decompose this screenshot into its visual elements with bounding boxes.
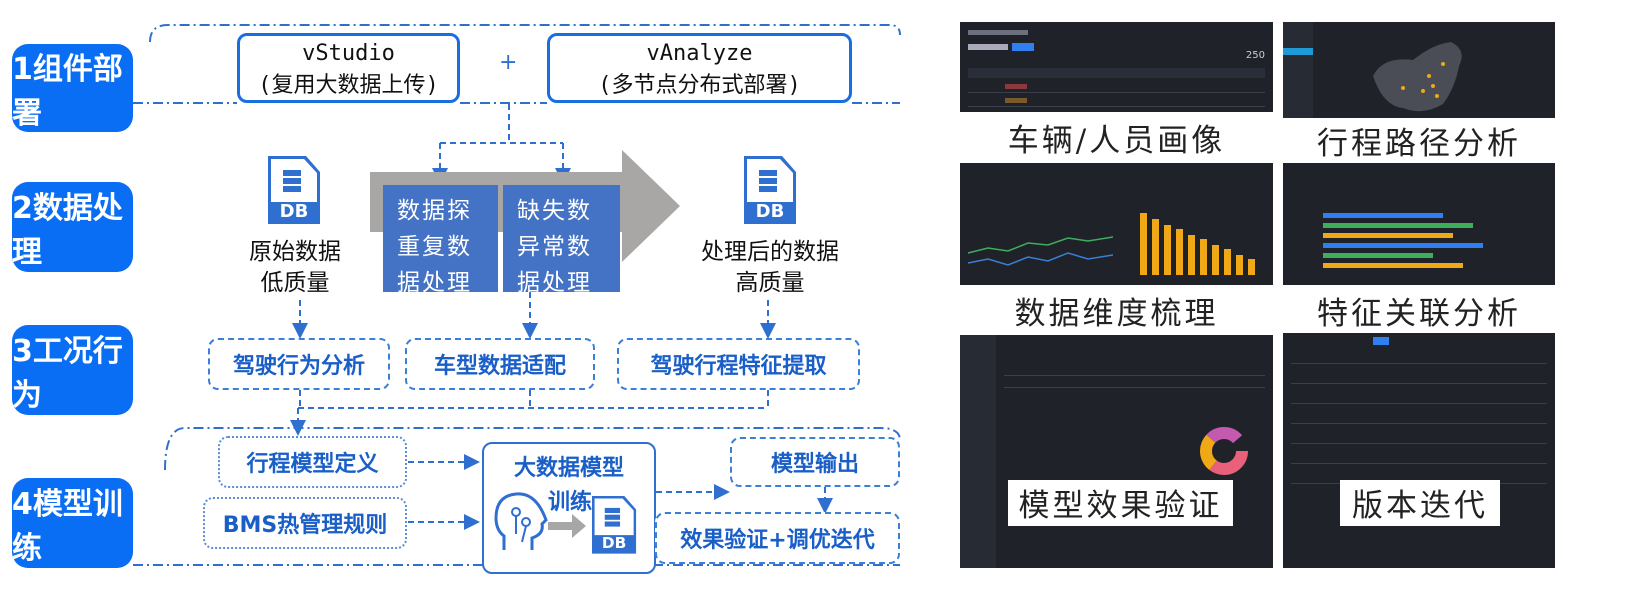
- process-line: 缺失数: [517, 198, 592, 224]
- row1-container: [149, 24, 901, 43]
- vstudio-title: vStudio: [302, 41, 395, 66]
- vstudio-subtitle: (复用大数据上传): [258, 73, 439, 98]
- process-line: 重复数: [397, 234, 472, 260]
- plus-sign: +: [499, 50, 518, 75]
- database-icon: DB: [592, 496, 637, 554]
- caption-feature-correlation: 特征关联分析: [1283, 288, 1555, 333]
- database-icon: DB: [268, 156, 320, 224]
- bms-thermal-rules: BMS热管理规则: [203, 497, 407, 549]
- screen-trip-route: [1283, 22, 1555, 118]
- processed-data-quality: 高质量: [735, 270, 805, 296]
- database-icon: DB: [744, 156, 796, 224]
- caption-vehicle-profile: 车辆/人员画像: [960, 115, 1273, 163]
- db-label: DB: [279, 201, 309, 222]
- vanalyze-subtitle: (多节点分布式部署): [598, 73, 801, 98]
- screen-feature-correlation: [1283, 163, 1555, 285]
- vehicle-count: 250: [1245, 50, 1265, 61]
- db-label: DB: [755, 201, 785, 222]
- caption-trip-route: 行程路径分析: [1283, 118, 1555, 163]
- db-label: DB: [601, 534, 627, 553]
- screen-vehicle-profile: 250: [960, 22, 1273, 112]
- caption-data-dimensions: 数据维度梳理: [960, 288, 1273, 335]
- category-driving-behavior: 3工况行为: [12, 325, 133, 415]
- trip-model-definition: 行程模型定义: [218, 436, 407, 488]
- process-line: 异常数: [517, 234, 592, 260]
- process-line: 数据探: [397, 198, 472, 224]
- screen-version-iteration: [1283, 333, 1555, 568]
- screen-model-validation: [960, 335, 1273, 568]
- big-data-model-training: 大数据模型 训练 DB: [482, 442, 656, 574]
- vanalyze-box: vAnalyze (多节点分布式部署): [547, 33, 852, 103]
- model-output: 模型输出: [730, 437, 900, 487]
- training-subtitle: 训练: [548, 490, 593, 515]
- vanalyze-title: vAnalyze: [646, 41, 753, 66]
- category-data-processing: 2数据处理: [12, 182, 133, 272]
- category-component-deploy: 1组件部署: [12, 44, 133, 132]
- process-line: 据处理: [397, 270, 472, 296]
- line-chart-thumbnail: [968, 236, 1113, 266]
- caption-model-validation: 模型效果验证: [1008, 480, 1233, 526]
- category-model-training: 4模型训练: [12, 478, 133, 568]
- raw-data-label: 原始数据: [249, 239, 341, 265]
- trip-feature-extraction: 驾驶行程特征提取: [617, 338, 860, 390]
- arrow-right-icon: [548, 514, 586, 538]
- china-map: [1373, 42, 1462, 112]
- process-box-missing: 缺失数 异常数 据处理: [503, 185, 620, 296]
- raw-data-quality: 低质量: [260, 270, 330, 296]
- donut-chart-thumbnail: [1200, 427, 1248, 475]
- verify-and-iterate: 效果验证+调优迭代: [655, 512, 900, 564]
- vstudio-box: vStudio (复用大数据上传): [237, 33, 460, 103]
- process-line: 据处理: [517, 270, 592, 296]
- vehicle-model-adaptation: 车型数据适配: [405, 338, 595, 390]
- driving-behavior-analysis: 驾驶行为分析: [208, 338, 390, 390]
- screen-data-dimensions: [960, 163, 1273, 285]
- processed-data-label: 处理后的数据: [701, 239, 839, 265]
- ai-head-icon: [494, 492, 548, 550]
- training-title: 大数据模型: [513, 456, 624, 481]
- process-box-explore: 数据探 重复数 据处理: [383, 185, 498, 296]
- caption-version-iteration: 版本迭代: [1340, 480, 1500, 526]
